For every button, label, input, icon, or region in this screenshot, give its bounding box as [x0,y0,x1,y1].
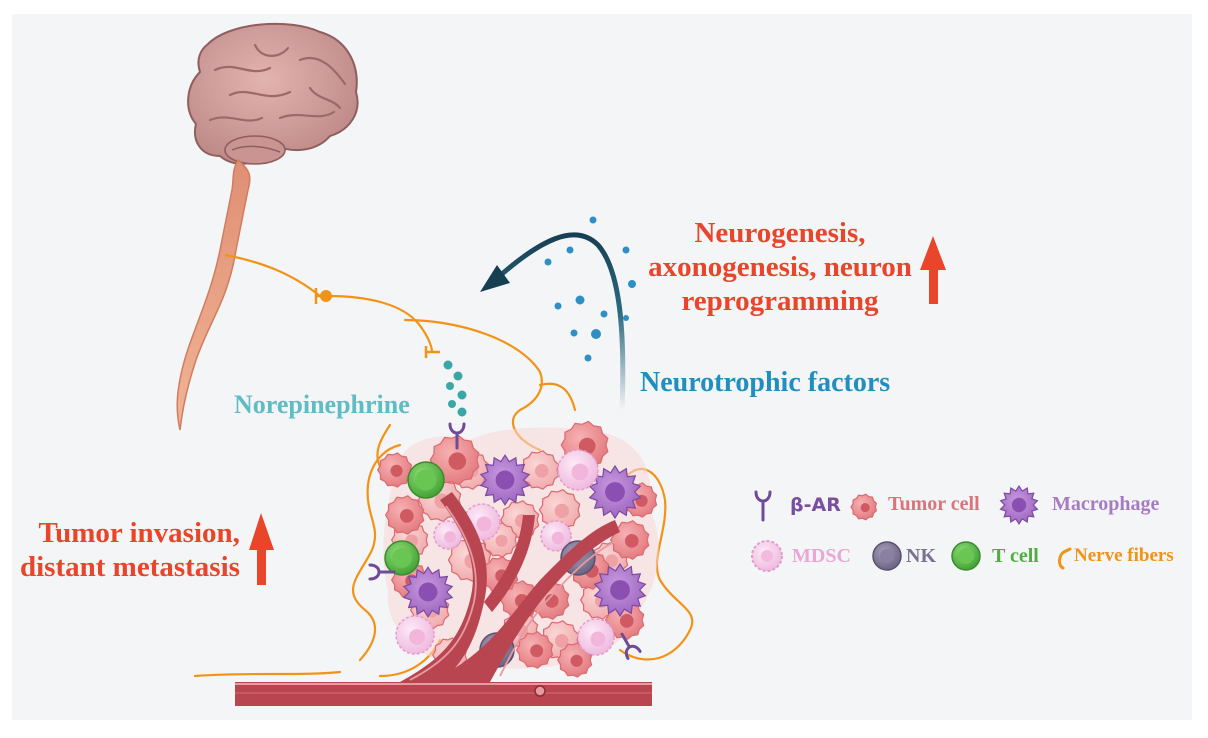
macrophage-icon [999,484,1039,526]
receptor [448,422,466,450]
receptor [620,632,642,660]
tumor-cell [519,450,560,490]
legend-tumor-cell: Tumor cell [888,493,980,515]
spinal-cord [176,158,251,431]
macrophage [999,484,1039,526]
tumor-cell [515,631,554,669]
legend-macrophage: Macrophage [1052,493,1160,515]
up-arrow-icon [920,236,946,304]
tumor-cell [376,452,413,488]
neurogenesis-line: reprogramming [681,285,879,317]
nerve-fiber-icon [1057,547,1072,570]
synapse-icon [314,288,440,358]
macrophage [588,464,642,520]
nk-cell-icon [872,541,902,571]
neurogenesis-line: axonogenesis, neuron [648,251,912,283]
neurotrophic-label: Neurotrophic factors [640,367,891,398]
mdsc [577,618,615,656]
tumor-cell [609,520,650,560]
neurotrophic-arrow [480,232,626,413]
invasion-label: Tumor invasion, distant metastasis [20,516,240,584]
legend-beta-ar: β-AR [790,494,841,516]
tumor-mass [368,420,659,678]
t-cell-icon [951,541,981,571]
invasion-line: distant metastasis [20,551,240,583]
mdsc-icon [751,540,783,572]
mdsc [395,615,435,655]
mdsc [540,520,572,552]
receptor [368,563,396,581]
mdsc [557,449,599,491]
t-cell [407,461,445,499]
norepinephrine-molecules [443,360,467,417]
neurogenesis-line: Neurogenesis, [694,217,866,249]
tumor-cell [538,489,581,531]
legend-nerve-fibers: Nerve fibers [1074,545,1174,566]
brain-icon [187,22,359,165]
legend-mdsc: MDSC [792,545,851,567]
macrophage [479,454,531,506]
tumor-cell [384,495,425,535]
macrophage [402,566,454,618]
legend-t-cell: T cell [992,545,1039,567]
neurotrophic-molecules [544,216,636,362]
neurogenesis-label: Neurogenesis, axonogenesis, neuron repro… [610,216,950,318]
blood-vessel [235,492,652,706]
invasion-line: Tumor invasion, [38,517,240,549]
norepinephrine-label: Norepinephrine [234,390,410,419]
tumor-cell [850,493,878,521]
tumor-cell-icon [850,493,878,521]
legend-nk: NK [906,545,936,567]
receptor-icon [754,490,772,522]
macrophage [593,562,647,618]
t-cell [384,540,420,576]
up-arrow-icon [249,513,274,585]
